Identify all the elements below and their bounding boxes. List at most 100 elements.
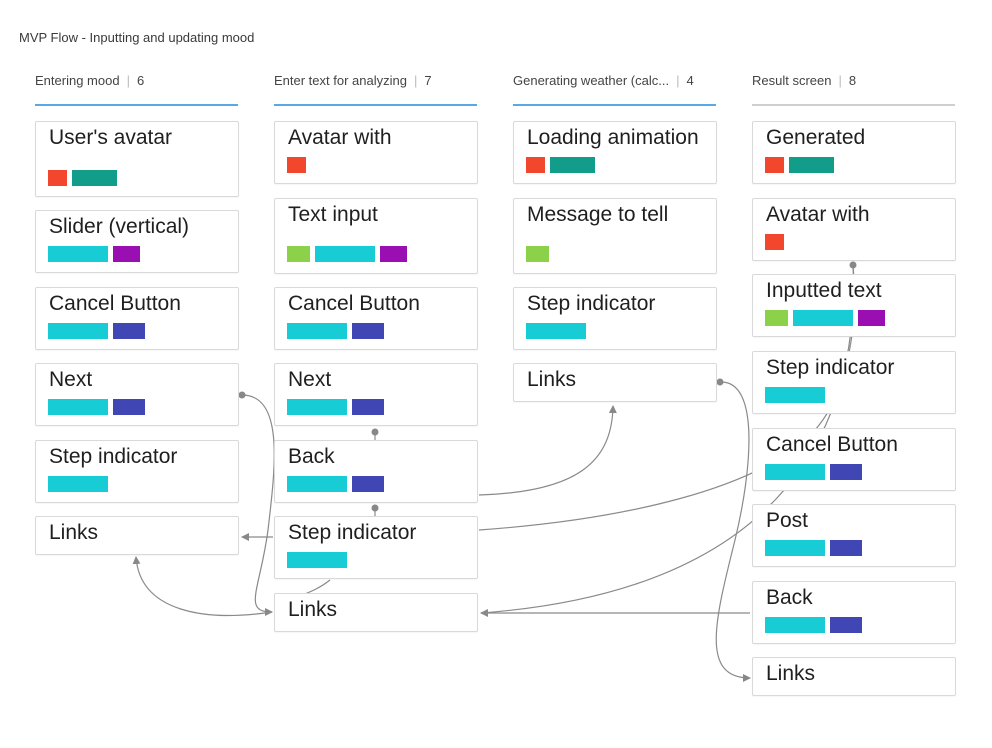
column-count: 4	[686, 73, 694, 88]
card-avatar-with[interactable]: Avatar with	[752, 198, 956, 261]
board-title: MVP Flow - Inputting and updating mood	[19, 30, 255, 45]
tag-purple	[858, 310, 885, 326]
tag-red	[765, 157, 784, 173]
tag-cyan	[287, 552, 347, 568]
card-tags	[48, 170, 117, 186]
card-title: Links	[766, 662, 816, 685]
tag-cyan	[765, 617, 825, 633]
card-tags	[287, 157, 306, 173]
card-tags	[48, 323, 145, 339]
column-header-generating-weather[interactable]: Generating weather (calc... | 4	[513, 73, 716, 106]
card-title: Next	[288, 368, 332, 391]
tag-indigo	[352, 323, 384, 339]
tag-indigo	[830, 617, 862, 633]
tag-teal	[550, 157, 595, 173]
card-title: Generated	[766, 126, 866, 149]
card-tags	[765, 310, 885, 326]
connector-dot	[849, 261, 857, 269]
tag-indigo	[830, 540, 862, 556]
card-links[interactable]: Links	[752, 657, 956, 696]
connector-dot	[716, 378, 724, 386]
card-step-indicator[interactable]: Step indicator	[752, 351, 956, 414]
card-title: Cancel Button	[288, 292, 420, 315]
column-header-entering-mood[interactable]: Entering mood|6	[35, 73, 238, 106]
tag-red	[526, 157, 545, 173]
column-title: Result screen	[752, 73, 832, 88]
tag-indigo	[352, 399, 384, 415]
card-title: User's avatar	[49, 126, 173, 149]
column-title: Generating weather (calc...	[513, 73, 670, 88]
column-separator: |	[838, 73, 842, 88]
card-next[interactable]: Next	[274, 363, 478, 426]
card-tags	[765, 617, 862, 633]
tag-cyan	[287, 323, 347, 339]
column-count: 6	[136, 73, 145, 88]
connector-dot	[371, 504, 379, 512]
tag-lime	[765, 310, 788, 326]
card-slider-vertical[interactable]: Slider (vertical)	[35, 210, 239, 273]
card-cancel-button[interactable]: Cancel Button	[752, 428, 956, 491]
card-title: Avatar with	[288, 126, 392, 149]
tag-indigo	[830, 464, 862, 480]
card-tags	[48, 246, 140, 262]
card-generated[interactable]: Generated	[752, 121, 956, 184]
column-separator: |	[676, 73, 680, 88]
card-tags	[765, 157, 834, 173]
card-title: Back	[766, 586, 813, 609]
card-step-indicator[interactable]: Step indicator	[513, 287, 717, 350]
card-cancel-button[interactable]: Cancel Button	[274, 287, 478, 350]
card-message-to-tell[interactable]: Message to tell	[513, 198, 717, 274]
connector	[241, 394, 275, 616]
card-title: Links	[49, 521, 99, 544]
card-title: Inputted text	[766, 279, 882, 302]
card-title: Step indicator	[288, 521, 417, 544]
column-separator: |	[413, 73, 418, 88]
card-links[interactable]: Links	[35, 516, 239, 555]
tag-teal	[72, 170, 117, 186]
column-title: Enter text for analyzing	[274, 73, 407, 88]
tag-cyan	[765, 540, 825, 556]
card-title: Cancel Button	[49, 292, 181, 315]
column-header-enter-text[interactable]: Enter text for analyzing|7	[274, 73, 477, 106]
card-title: Post	[766, 509, 809, 532]
card-users-avatar[interactable]: User's avatar	[35, 121, 239, 197]
card-tags	[287, 323, 384, 339]
connector	[132, 556, 273, 617]
card-tags	[765, 464, 862, 480]
card-tags	[287, 476, 384, 492]
tag-cyan	[526, 323, 586, 339]
card-tags	[765, 234, 784, 250]
card-text-input[interactable]: Text input	[274, 198, 478, 274]
card-tags	[526, 323, 586, 339]
card-title: Avatar with	[766, 203, 870, 226]
card-step-indicator[interactable]: Step indicator	[274, 516, 478, 579]
card-post[interactable]: Post	[752, 504, 956, 567]
tag-cyan	[48, 399, 108, 415]
card-tags	[48, 399, 145, 415]
card-links[interactable]: Links	[513, 363, 717, 402]
tag-purple	[113, 246, 140, 262]
connector-dot	[238, 391, 246, 399]
card-step-indicator[interactable]: Step indicator	[35, 440, 239, 503]
card-loading-animation[interactable]: Loading animation	[513, 121, 717, 184]
card-back[interactable]: Back	[274, 440, 478, 503]
card-title: Links	[527, 368, 577, 391]
connector	[478, 405, 617, 496]
tag-red	[765, 234, 784, 250]
card-tags	[287, 246, 407, 262]
card-next[interactable]: Next	[35, 363, 239, 426]
card-inputted-text[interactable]: Inputted text	[752, 274, 956, 337]
column-header-result-screen[interactable]: Result screen|8	[752, 73, 955, 106]
column-separator: |	[126, 73, 130, 88]
connector-dot	[371, 428, 379, 436]
card-cancel-button[interactable]: Cancel Button	[35, 287, 239, 350]
tag-cyan	[315, 246, 375, 262]
card-avatar-with[interactable]: Avatar with	[274, 121, 478, 184]
card-title: Back	[288, 445, 335, 468]
tag-red	[287, 157, 306, 173]
card-links[interactable]: Links	[274, 593, 478, 632]
card-back[interactable]: Back	[752, 581, 956, 644]
tag-lime	[287, 246, 310, 262]
card-tags	[48, 476, 108, 492]
card-title: Loading animation	[527, 126, 699, 149]
